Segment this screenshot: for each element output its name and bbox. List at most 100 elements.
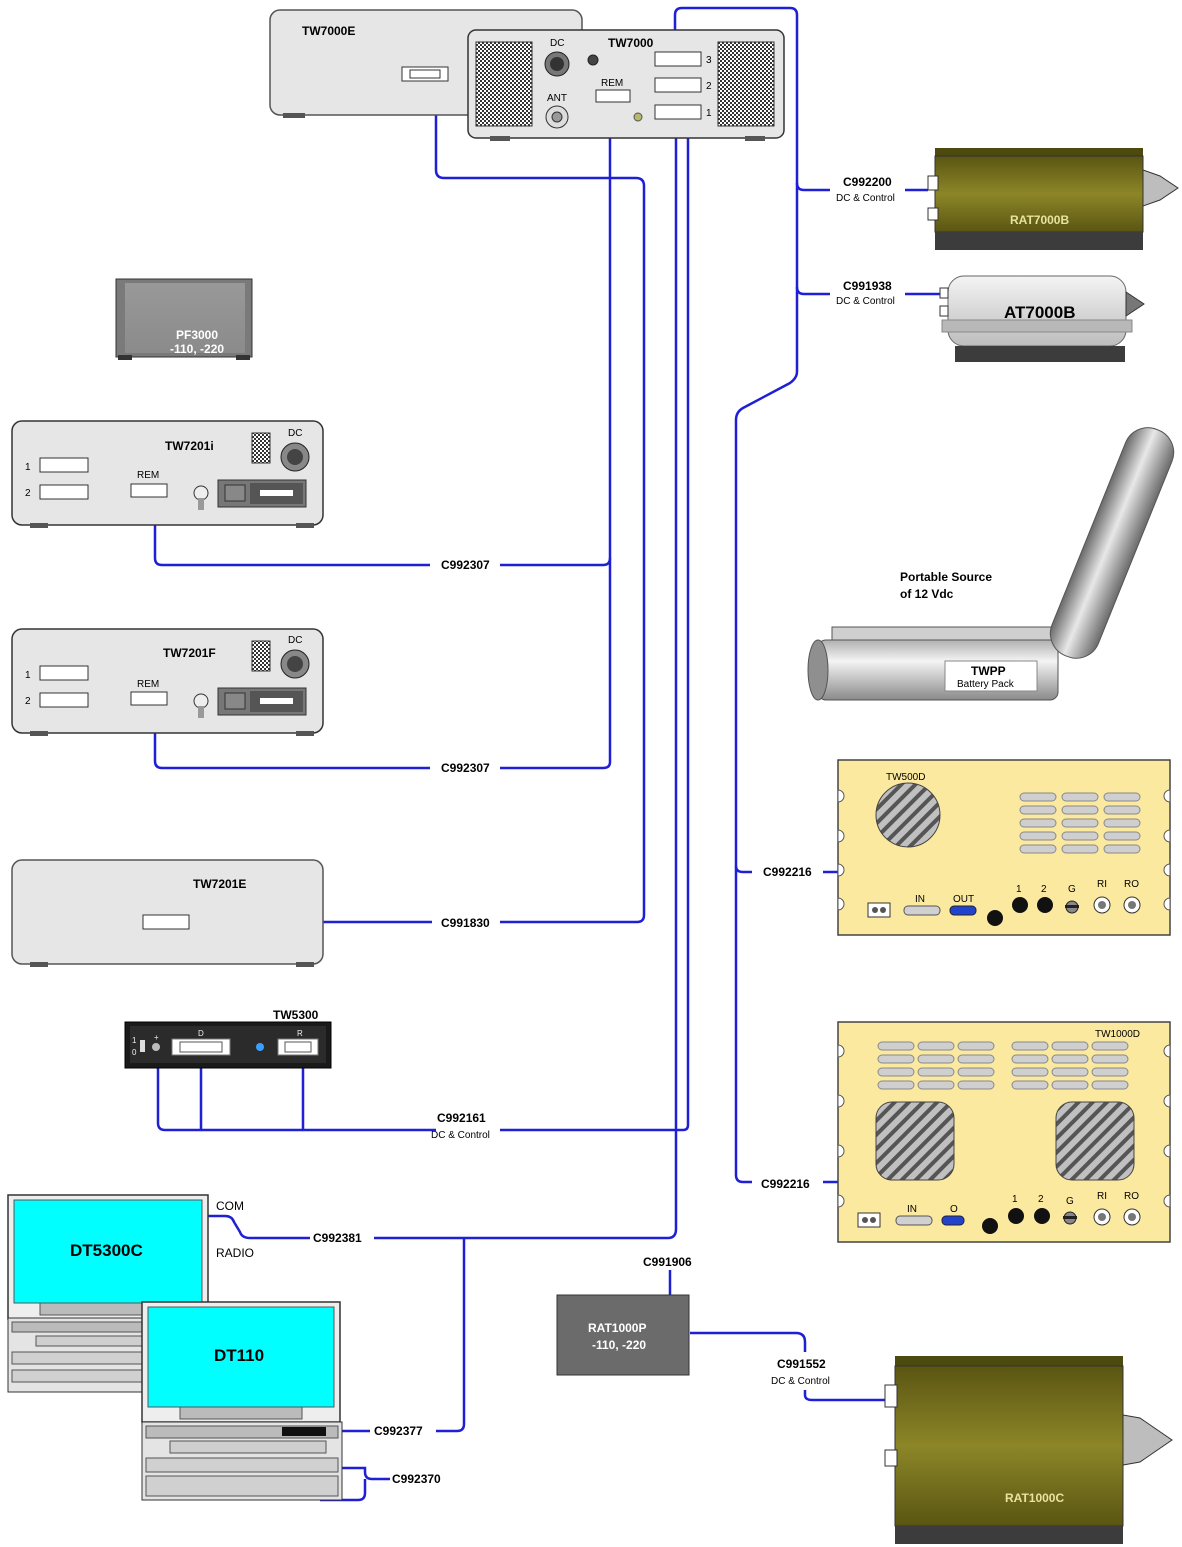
ground-terminal-icon <box>193 485 209 501</box>
speaker-right-icon <box>1055 1101 1135 1181</box>
tw7201f-dc-label: DC <box>288 635 302 646</box>
dt110-name: DT110 <box>214 1346 264 1365</box>
tw7201i-unit: TW7201i 1 2 REM DC <box>11 420 324 528</box>
tw500d-ri-label: RI <box>1097 879 1107 890</box>
tw1000d-in-label: IN <box>907 1204 917 1215</box>
tw500d-1-label: 1 <box>1016 884 1022 895</box>
tw1000d-1-label: 1 <box>1012 1194 1018 1205</box>
cable-c992161-sub: DC & Control <box>431 1130 490 1141</box>
tw5300-plus: + <box>154 1033 159 1042</box>
twpp-source-line1: Portable Source <box>900 570 992 584</box>
tw7201e-title: TW7201E <box>193 877 246 891</box>
tw7000e-title: TW7000E <box>302 24 355 38</box>
tw7201i-port2-label: 2 <box>25 488 31 499</box>
tw500d-title: TW500D <box>886 772 925 783</box>
port-2-connector <box>654 77 702 93</box>
port-3-label: 3 <box>706 55 712 66</box>
tw1000d-ri-label: RI <box>1097 1191 1107 1202</box>
rat1000p-unit: RAT1000P -110, -220 <box>556 1294 690 1376</box>
twpp-source-line2: of 12 Vdc <box>900 587 954 601</box>
tw500d-2-label: 2 <box>1041 884 1047 895</box>
tw5300-unit: TW5300 1 0 + D R <box>124 1008 332 1069</box>
twpp-sub: Battery Pack <box>957 679 1015 690</box>
tw7201f-rem-label: REM <box>137 679 159 690</box>
tw500d-out-label: OUT <box>953 894 974 905</box>
twpp-unit: TWPP Battery Pack Portable Source of 12 … <box>807 427 1175 701</box>
rat7000b-unit: RAT7000B <box>927 148 1179 250</box>
speaker-grille-right <box>717 41 775 127</box>
port-1-label: 1 <box>706 108 712 119</box>
rat7000b-cone-icon <box>1142 169 1179 207</box>
cable-c991552-sub: DC & Control <box>771 1376 830 1387</box>
speaker-left-icon <box>875 1101 955 1181</box>
port-1-connector <box>654 104 702 120</box>
ground-lug-icon <box>633 112 643 122</box>
power-terminal-icon <box>867 902 891 918</box>
tw7000e-connector <box>401 66 449 82</box>
tw5300-d-label: D <box>198 1029 204 1038</box>
tw7000-dc-label: DC <box>550 38 564 49</box>
cable-c991906-label: C991906 <box>643 1255 692 1269</box>
cable-c991552-label: C991552 <box>777 1357 826 1371</box>
cable-c992216b-label: C992216 <box>761 1177 810 1191</box>
cable-c991830-label: C991830 <box>441 916 490 930</box>
power-terminal-icon <box>857 1212 881 1228</box>
tw7000-ant-label: ANT <box>547 93 567 104</box>
tw7201i-title: TW7201i <box>165 439 214 453</box>
cable-c992307a-label: C992307 <box>441 558 490 572</box>
rat1000p-name: RAT1000P <box>588 1321 646 1335</box>
rat1000c-label: RAT1000C <box>1005 1491 1064 1505</box>
rat7000b-label: RAT7000B <box>1010 213 1069 227</box>
cable-c991938-label: C991938 <box>843 279 892 293</box>
tw7201i-port1-label: 1 <box>25 462 31 473</box>
tw7201f-port2-label: 2 <box>25 696 31 707</box>
twpp-name: TWPP <box>971 664 1006 678</box>
tw7000-unit: TW7000 DC ANT REM 3 2 1 <box>467 29 785 141</box>
tw500d-g-label: G <box>1068 884 1076 895</box>
tw7000-title: TW7000 <box>608 36 654 50</box>
cable-lines <box>153 6 942 1502</box>
dt5300c-com-label: COM <box>216 1199 244 1213</box>
tw1000d-title: TW1000D <box>1095 1029 1140 1040</box>
tw5300-switch-0: 0 <box>132 1048 137 1057</box>
cable-labels: C992200 DC & Control C991938 DC & Contro… <box>313 175 895 1486</box>
cable-c992370-label: C992370 <box>392 1472 441 1486</box>
speaker-icon <box>875 782 941 848</box>
cable-c992377-label: C992377 <box>374 1424 423 1438</box>
ground-terminal-icon <box>193 693 209 709</box>
cable-c992216a-label: C992216 <box>763 865 812 879</box>
rat1000c-cone-icon <box>1122 1414 1173 1466</box>
tw500d-in-label: IN <box>915 894 925 905</box>
cable-c992307b-label: C992307 <box>441 761 490 775</box>
tw500d-unit: TW500D IN OUT 1 2 G RI RO <box>837 759 1171 936</box>
tw5300-title: TW5300 <box>273 1008 319 1022</box>
tw5300-switch-1: 1 <box>132 1036 137 1045</box>
tw7201i-dc-label: DC <box>288 428 302 439</box>
cable-c992200-label: C992200 <box>843 175 892 189</box>
pf3000-volts: -110, -220 <box>170 342 224 356</box>
dt5300c-name: DT5300C <box>70 1241 143 1260</box>
at7000b-label: AT7000B <box>1004 303 1076 322</box>
speaker-grille-left <box>475 41 533 127</box>
tw1000d-2-label: 2 <box>1038 1194 1044 1205</box>
cable-c991938-sub: DC & Control <box>836 296 895 307</box>
pf3000-name: PF3000 <box>176 328 218 342</box>
dt110-unit: DT110 <box>141 1301 343 1501</box>
port-2-label: 2 <box>706 81 712 92</box>
tw7000-rem-label: REM <box>601 78 623 89</box>
tw7201i-rem-label: REM <box>137 470 159 481</box>
tw7201f-unit: TW7201F 1 2 REM DC <box>11 628 324 736</box>
port-3-connector <box>654 51 702 67</box>
tw7201f-port1-label: 1 <box>25 670 31 681</box>
at7000b-cone-icon <box>1125 291 1145 317</box>
cable-c992200-sub: DC & Control <box>836 193 895 204</box>
pf3000-unit: PF3000 -110, -220 <box>115 278 253 360</box>
rat1000p-volts: -110, -220 <box>592 1338 646 1352</box>
tw1000d-g-label: G <box>1066 1196 1074 1207</box>
tw5300-r-label: R <box>297 1029 303 1038</box>
cable-c992161-label: C992161 <box>437 1111 486 1125</box>
tw1000d-unit: TW1000D IN O 1 2 G RI RO <box>837 1021 1171 1243</box>
tw7201f-title: TW7201F <box>163 646 216 660</box>
tw1000d-out-label: O <box>950 1204 958 1215</box>
